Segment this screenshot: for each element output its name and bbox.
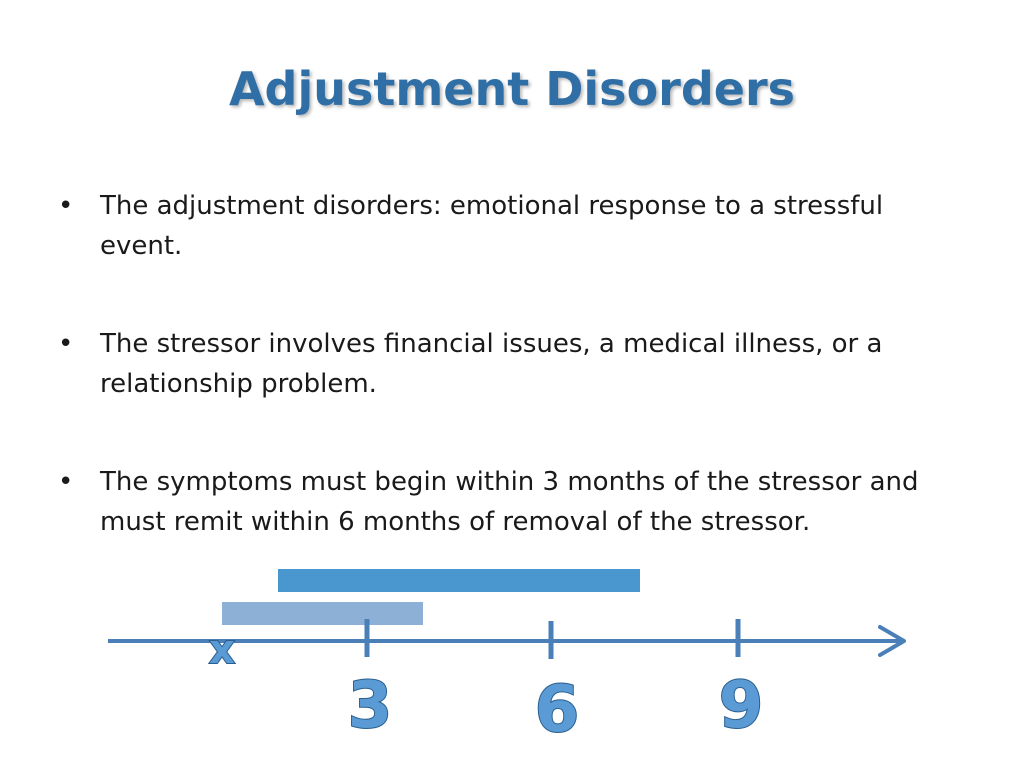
bullet-text: The stressor involves financial issues, … [100,329,883,399]
bullet-item: • The stressor involves financial issues… [58,324,958,404]
tick-label-6: 6 [535,673,580,747]
tick-label-9: 9 [719,669,764,743]
slide-title: Adjustment Disorders [228,62,796,116]
bullet-item: • The symptoms must begin within 3 month… [58,462,958,542]
bullet-list: • The adjustment disorders: emotional re… [58,186,958,600]
timeline-diagram: x 3 6 9 [108,569,906,748]
symptom-window-bar [278,569,640,592]
tick-label-3: 3 [348,669,393,743]
bullet-text: The symptoms must begin within 3 months … [100,467,919,537]
bullet-icon: • [58,329,74,359]
onset-x-mark: x [209,627,235,673]
onset-window-bar [222,602,423,625]
bullet-icon: • [58,191,74,221]
arrow-head-icon [878,625,906,657]
bullet-text: The adjustment disorders: emotional resp… [100,191,884,261]
bullet-item: • The adjustment disorders: emotional re… [58,186,958,266]
bullet-icon: • [58,467,74,497]
